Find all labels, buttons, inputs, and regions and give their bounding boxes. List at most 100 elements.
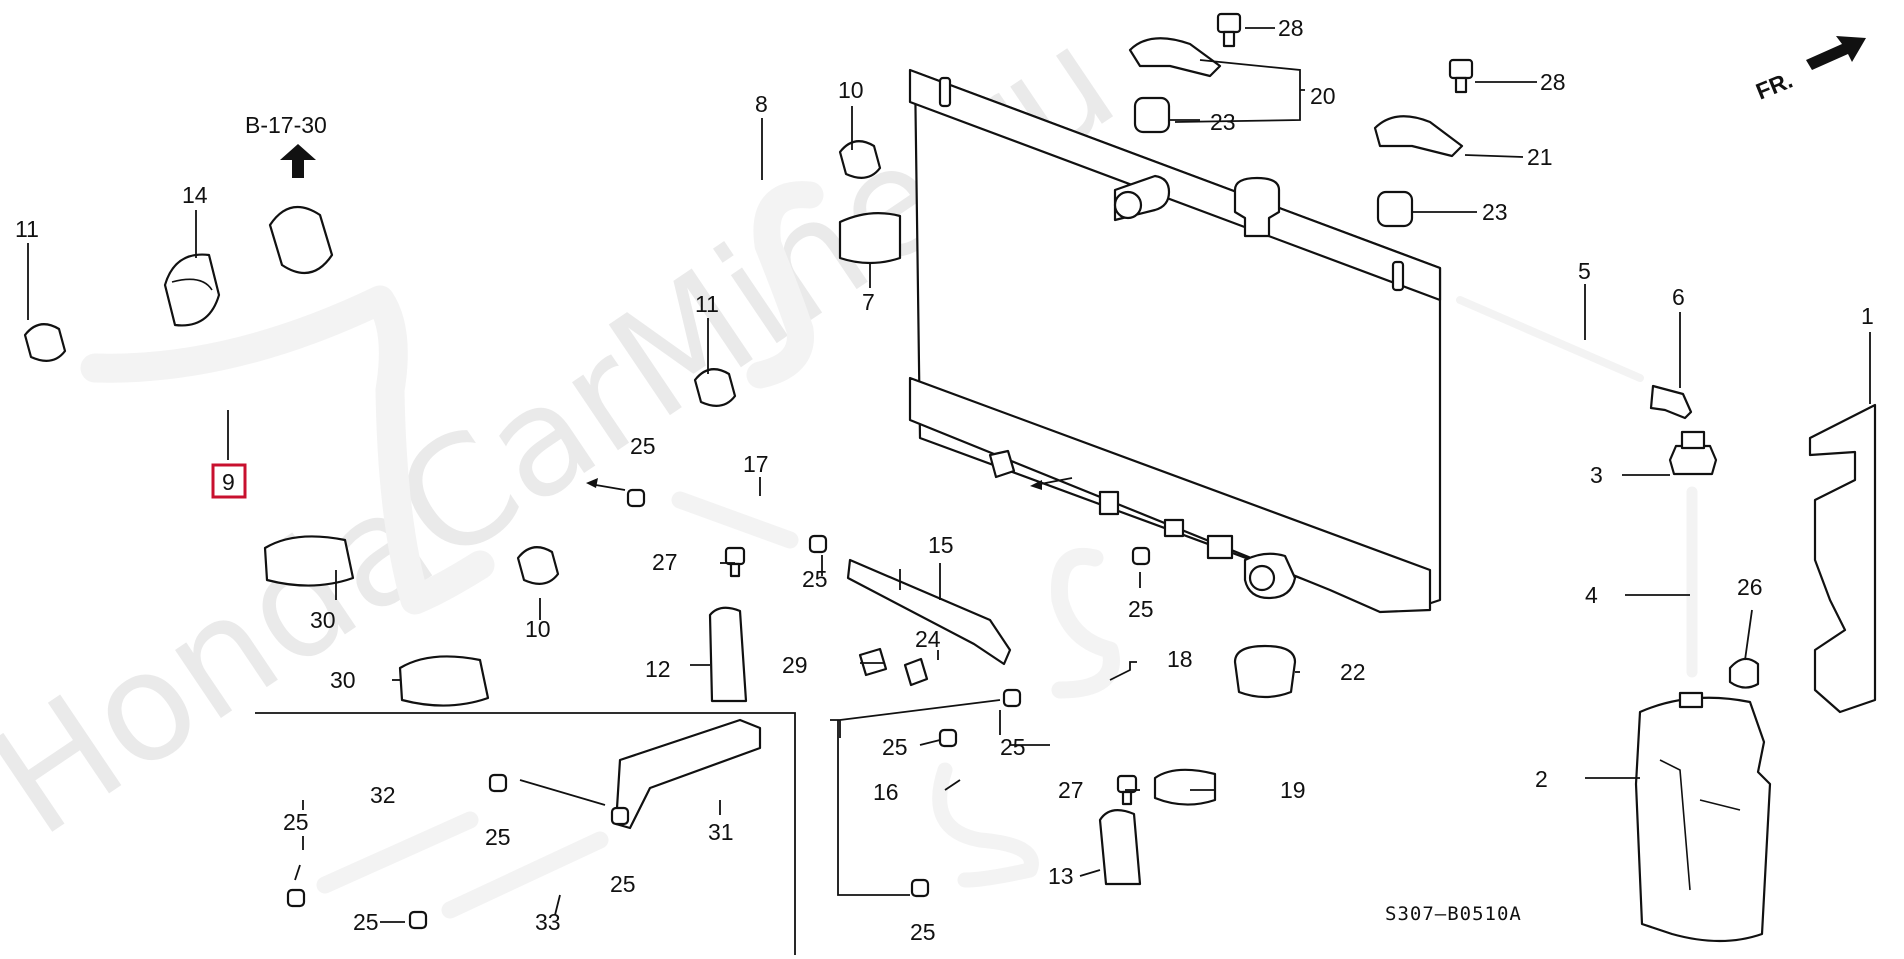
grommet-23-right[interactable] — [1376, 190, 1414, 228]
callout-25-b: 25 — [802, 566, 828, 592]
callout-27-right: 27 — [1058, 777, 1084, 803]
callout-25-a: 25 — [630, 433, 656, 459]
flow-arrow-left — [586, 478, 626, 491]
callout-32: 32 — [370, 782, 396, 808]
callout-9: 9 — [222, 469, 235, 495]
callout-6: 6 — [1672, 284, 1685, 310]
bolt-29[interactable] — [858, 647, 888, 677]
callout-9-highlight-box — [211, 463, 247, 499]
grommet-23-top[interactable] — [1133, 96, 1171, 134]
hose-17[interactable] — [671, 491, 799, 549]
callout-8: 8 — [755, 91, 768, 117]
callout-17: 17 — [743, 451, 769, 477]
clip-26[interactable] — [1728, 657, 1760, 689]
bolt-24[interactable] — [903, 657, 929, 687]
bracket-20[interactable] — [1128, 37, 1222, 78]
bolt-28-right[interactable] — [1448, 58, 1474, 94]
clamp-25-d[interactable] — [1002, 688, 1022, 708]
callout-18: 18 — [1167, 646, 1193, 672]
overflow-tube-5[interactable] — [1456, 296, 1644, 382]
clamp-19[interactable] — [1153, 768, 1217, 806]
callout-30-lower: 30 — [330, 667, 356, 693]
pipe-15[interactable] — [846, 558, 1012, 666]
callout-2: 2 — [1535, 766, 1548, 792]
clamp-11-left[interactable] — [23, 323, 67, 362]
bracket-21[interactable] — [1373, 115, 1464, 158]
diagram-code: S307–B0510A — [1385, 903, 1522, 925]
clamp-25-j[interactable] — [610, 806, 630, 826]
callout-25-g: 25 — [283, 809, 309, 835]
callout-10-bottom: 10 — [525, 616, 551, 642]
bolt-27-left[interactable] — [724, 546, 746, 578]
callout-14: 14 — [182, 182, 208, 208]
reserve-cap-3[interactable] — [1668, 430, 1718, 476]
callout-25-h: 25 — [353, 909, 379, 935]
callout-28-right: 28 — [1540, 69, 1566, 95]
callout-31: 31 — [708, 819, 734, 845]
hose-18[interactable] — [1050, 548, 1120, 699]
reference-up-arrow — [280, 144, 316, 178]
clamp-25-i[interactable] — [488, 773, 508, 793]
callout-23-top: 23 — [1210, 109, 1236, 135]
clamp-25-e[interactable] — [938, 728, 958, 748]
callout-12: 12 — [645, 656, 671, 682]
clamp-10-top[interactable] — [838, 140, 882, 179]
hose-8[interactable] — [746, 181, 824, 389]
clamp-25-b[interactable] — [808, 534, 828, 554]
callout-28-top: 28 — [1278, 15, 1304, 41]
callout-21: 21 — [1527, 144, 1553, 170]
pipe-assembly-31[interactable] — [614, 718, 762, 830]
callout-26: 26 — [1737, 574, 1763, 600]
upper-radiator-hose-9[interactable] — [80, 285, 495, 615]
callout-25-i: 25 — [485, 824, 511, 850]
callout-30-upper: 30 — [310, 607, 336, 633]
bracket-1[interactable] — [1808, 403, 1877, 714]
fitting-6[interactable] — [1649, 384, 1693, 420]
radiator[interactable] — [908, 68, 1442, 614]
clamp-b-17-30[interactable] — [268, 205, 334, 275]
callout-11-mid: 11 — [695, 291, 719, 317]
callout-20: 20 — [1310, 83, 1336, 109]
clamp-30-upper[interactable] — [263, 535, 355, 587]
clamp-25-c[interactable] — [1131, 546, 1151, 566]
grommet-22[interactable] — [1233, 644, 1297, 699]
clamp-14[interactable] — [163, 253, 221, 327]
clamp-25-h[interactable] — [408, 910, 428, 930]
callout-7: 7 — [862, 289, 875, 315]
reserve-tank-2[interactable] — [1634, 691, 1772, 943]
callout-27-left: 27 — [652, 549, 678, 575]
clamp-25-f[interactable] — [910, 878, 930, 898]
callout-25-f: 25 — [910, 919, 936, 945]
callout-19: 19 — [1280, 777, 1306, 803]
callout-11-left: 11 — [15, 216, 39, 242]
clamp-13[interactable] — [1098, 809, 1142, 886]
clamp-30-lower[interactable] — [398, 655, 490, 707]
bolt-28-top[interactable] — [1216, 12, 1242, 48]
clamp-12[interactable] — [708, 606, 748, 703]
leader-lines — [27, 27, 1871, 923]
clamp-10-bottom[interactable] — [516, 546, 560, 585]
clamp-11-mid[interactable] — [693, 368, 737, 407]
inset-frame — [255, 699, 1001, 955]
callout-4: 4 — [1585, 582, 1598, 608]
callout-5: 5 — [1578, 258, 1591, 284]
hose-32[interactable] — [316, 811, 479, 894]
callout-13: 13 — [1048, 863, 1074, 889]
callout-22: 22 — [1340, 659, 1366, 685]
clamp-25-a[interactable] — [626, 488, 646, 508]
callout-1: 1 — [1861, 303, 1874, 329]
front-direction-arrow — [1806, 36, 1866, 70]
flow-arrow-radiator — [1030, 477, 1073, 490]
callout-33: 33 — [535, 909, 561, 935]
front-direction-label: FR. — [1752, 67, 1796, 105]
hose-16[interactable] — [932, 762, 1039, 888]
callout-labels: 1 2 3 4 5 6 7 8 9 10 10 11 11 12 13 14 1… — [15, 15, 1874, 945]
clamp-25-g[interactable] — [286, 888, 306, 908]
hose-33[interactable] — [441, 831, 609, 919]
bolt-27-right[interactable] — [1116, 774, 1138, 806]
clamp-7[interactable] — [838, 211, 902, 265]
reference-label: B-17-30 — [245, 112, 327, 138]
callout-25-e: 25 — [882, 734, 908, 760]
callout-3: 3 — [1590, 462, 1603, 488]
callout-15: 15 — [928, 532, 954, 558]
